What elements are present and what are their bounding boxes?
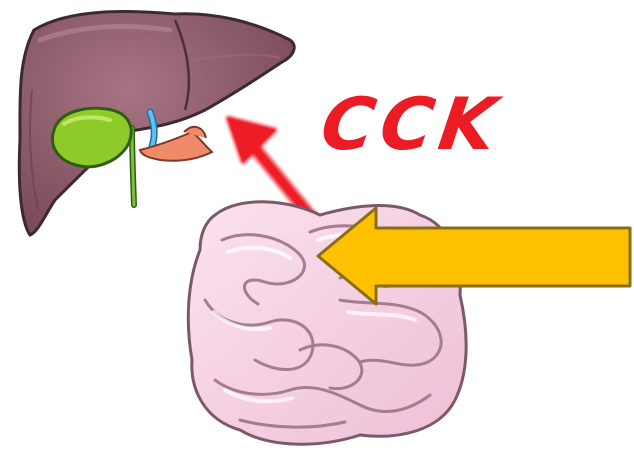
- pointer-arrow: [318, 208, 630, 304]
- gallbladder-icon: [52, 108, 131, 167]
- hormone-label: CCK: [317, 88, 507, 160]
